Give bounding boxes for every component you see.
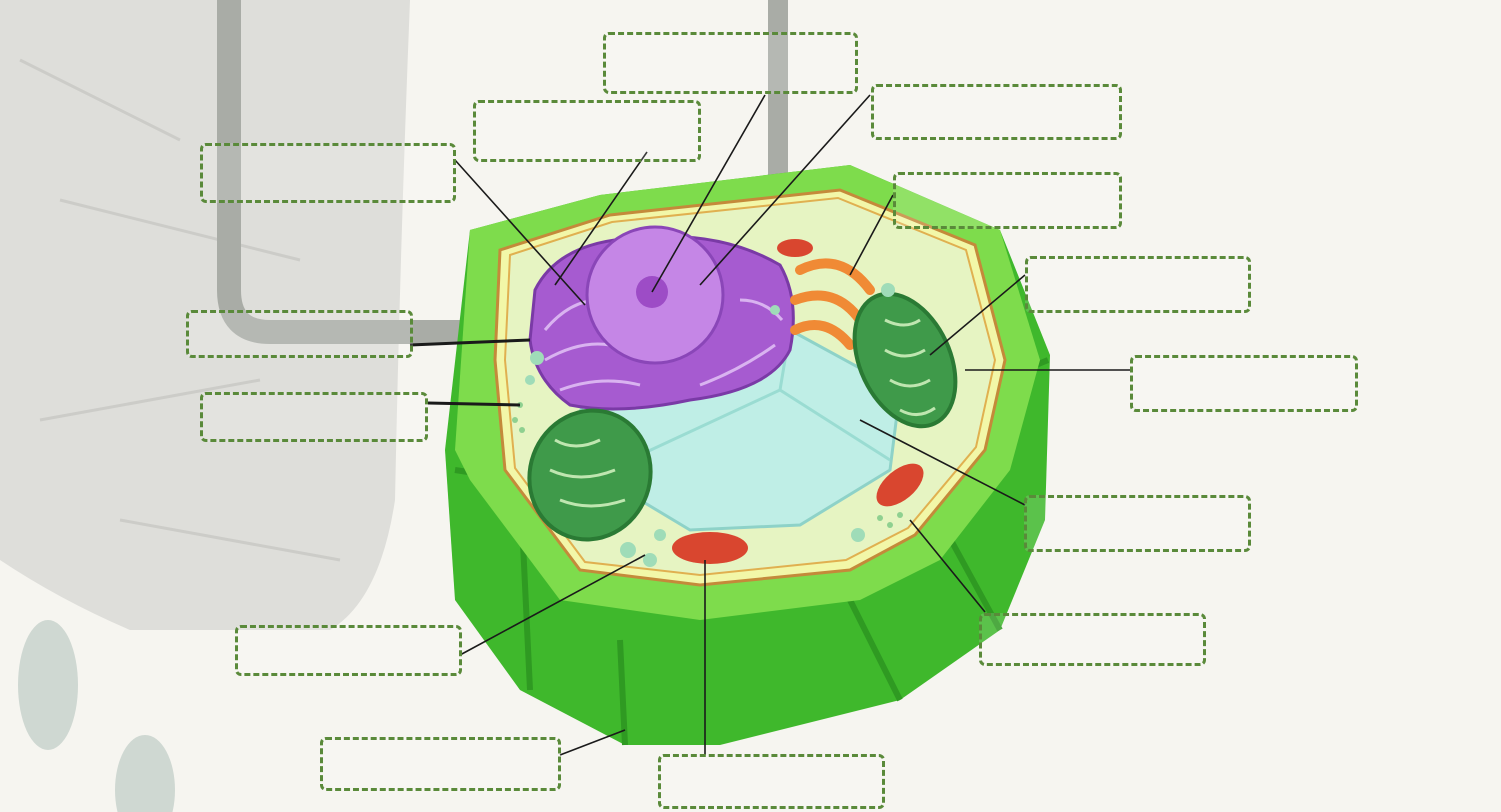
label-box-cell-membrane[interactable] bbox=[1130, 355, 1358, 412]
label-box-vacuole[interactable] bbox=[1024, 495, 1251, 552]
label-box-mitochondrion-right[interactable] bbox=[979, 613, 1206, 666]
label-box-nuclear-envelope[interactable] bbox=[200, 143, 456, 203]
label-box-nucleus[interactable] bbox=[871, 84, 1122, 140]
plant-cell bbox=[445, 165, 1050, 745]
mitochondrion-top-body bbox=[777, 239, 813, 257]
label-box-rough-er[interactable] bbox=[473, 100, 701, 162]
label-box-smooth-er[interactable] bbox=[200, 392, 428, 442]
label-box-chloroplast[interactable] bbox=[1025, 256, 1251, 313]
label-box-golgi[interactable] bbox=[893, 172, 1122, 229]
label-box-ribosome[interactable] bbox=[235, 625, 462, 676]
label-box-nucleolus[interactable] bbox=[603, 32, 858, 94]
label-box-mitochondrion-bottom[interactable] bbox=[658, 754, 885, 809]
label-box-plasmodesmata[interactable] bbox=[186, 310, 413, 358]
mitochondrion-bottom-body bbox=[672, 532, 748, 564]
background-oval-1 bbox=[18, 620, 78, 750]
label-box-cell-wall[interactable] bbox=[320, 737, 561, 791]
